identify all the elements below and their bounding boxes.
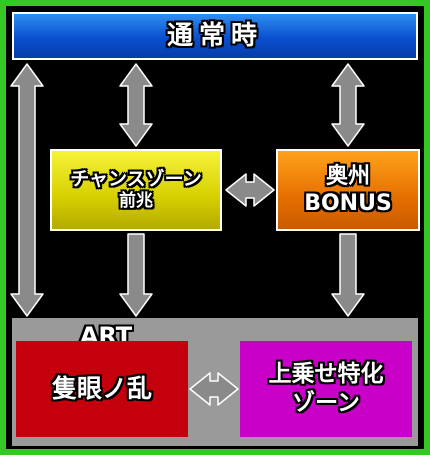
node-normal: 通常時: [12, 12, 418, 60]
node-sekigan-label: 隻眼ノ乱: [51, 374, 152, 404]
node-chance-zone-line1: チャンスゾーン: [70, 167, 202, 190]
node-normal-label: 通常時: [166, 20, 263, 51]
node-chance-zone: チャンスゾーン 前兆: [50, 149, 222, 231]
arrow-normal-chance: [119, 63, 153, 147]
arrow-normal-art: [10, 63, 44, 317]
arrow-normal-oshu: [331, 63, 365, 147]
arrow-chance-art: [119, 233, 153, 317]
node-uwanose-zone: 上乗せ特化 ゾーン: [240, 341, 412, 437]
arrow-oshu-art: [331, 233, 365, 317]
node-oshu-bonus-line2: BONUS: [304, 191, 392, 216]
node-chance-zone-line2: 前兆: [119, 191, 153, 212]
node-uwanose-zone-line2: ゾーン: [292, 390, 360, 416]
node-uwanose-zone-line1: 上乗せ特化: [268, 361, 384, 388]
node-oshu-bonus: 奥州 BONUS: [276, 149, 420, 231]
arrow-sekigan-uwanose: [189, 372, 239, 406]
node-oshu-bonus-line1: 奥州: [325, 163, 370, 189]
arrow-chance-oshu: [225, 173, 275, 207]
node-sekigan: 隻眼ノ乱: [16, 341, 188, 437]
